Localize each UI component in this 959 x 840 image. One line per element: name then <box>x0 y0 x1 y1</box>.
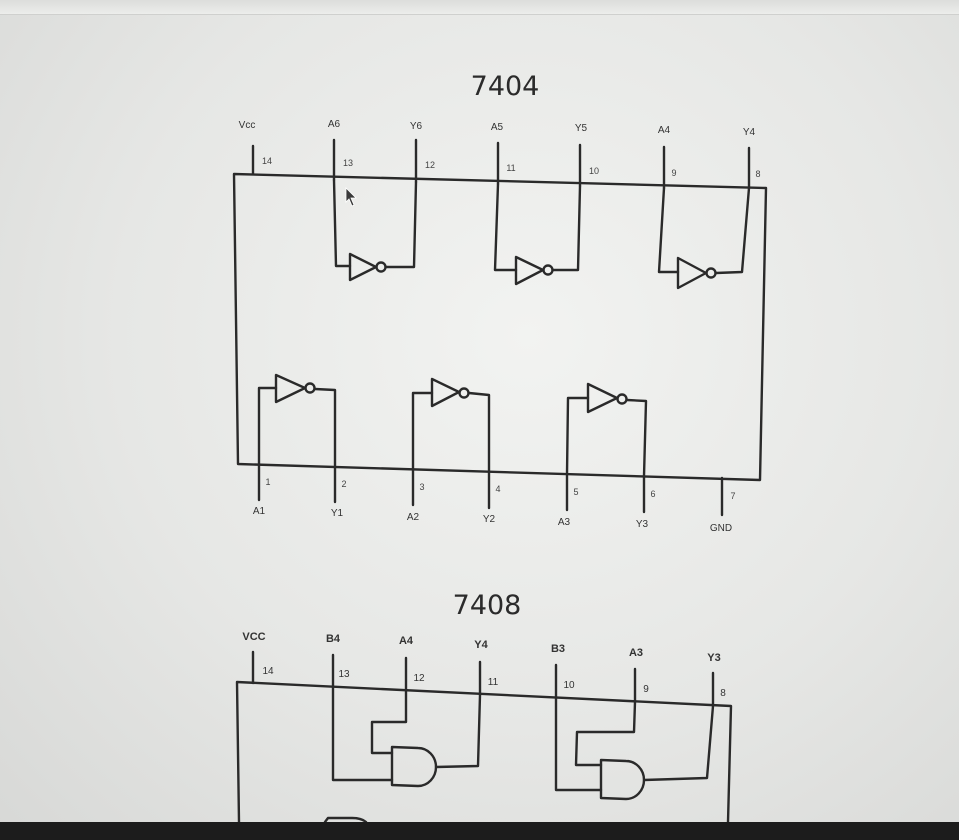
pin-number-13: 13 <box>343 158 353 168</box>
inverter-gate-1 <box>257 373 337 469</box>
pin-number-5: 5 <box>573 487 578 497</box>
pin-label-a3: A3 <box>558 517 571 528</box>
inverter-gate-2 <box>411 377 491 474</box>
chip-7404-diagram <box>232 138 768 517</box>
inverter-gate-3 <box>565 382 648 478</box>
inverter-gate-4 <box>657 186 751 290</box>
pin-label-y2: Y2 <box>483 514 496 525</box>
pin-label-a1: A1 <box>253 506 266 517</box>
chip-7408-diagram <box>235 650 733 822</box>
pin-number-2: 2 <box>341 479 346 489</box>
pin-label-y4: Y4 <box>474 639 488 651</box>
pin-number-11: 11 <box>506 163 515 173</box>
chip-7404-bottom-labels: A1 Y1 A2 Y2 A3 Y3 GND <box>253 506 732 534</box>
pin-number-3: 3 <box>419 482 424 492</box>
pin-label-y3: Y3 <box>636 519 649 530</box>
pin-number-6: 6 <box>650 489 655 499</box>
chip-7404-top-labels: Vcc A6 Y6 A5 Y5 A4 Y4 <box>239 119 756 138</box>
mouse-pointer-icon <box>345 187 357 207</box>
pin-number-12: 12 <box>413 673 425 684</box>
pin-label-b3: B3 <box>551 643 565 655</box>
schematic-canvas: 7404 <box>232 71 768 822</box>
pin-number-9: 9 <box>671 168 676 178</box>
pin-number-8: 8 <box>755 169 760 179</box>
pin-number-10: 10 <box>563 680 575 691</box>
chip-7404-title: 7404 <box>471 71 540 102</box>
pin-label-vcc: VCC <box>242 631 265 643</box>
chip-7404-body <box>232 172 768 482</box>
pin-number-9: 9 <box>643 684 649 695</box>
inverter-gate-5 <box>493 182 582 286</box>
pin-label-a4: A4 <box>399 635 414 647</box>
pin-number-14: 14 <box>262 156 272 166</box>
chip-7408-top-numbers: 14 13 12 11 10 9 8 <box>262 666 726 699</box>
pin-label-b4: B4 <box>326 633 341 645</box>
pin-number-10: 10 <box>589 166 599 176</box>
pin-number-12: 12 <box>425 160 435 170</box>
pin-label-y4: Y4 <box>743 127 756 138</box>
pin-label-vcc: Vcc <box>239 120 256 131</box>
pin-label-a2: A2 <box>407 512 420 523</box>
pin-number-8: 8 <box>720 688 726 699</box>
pin-label-a5: A5 <box>491 122 504 133</box>
pin-number-4: 4 <box>495 484 500 494</box>
pin-label-y3: Y3 <box>707 652 720 664</box>
chip-7408-title: 7408 <box>453 590 522 621</box>
pin-number-13: 13 <box>338 669 350 680</box>
pin-number-1: 1 <box>265 477 270 487</box>
pin-label-y5: Y5 <box>575 123 588 134</box>
and-gate-4 <box>331 685 482 788</box>
monitor-bezel <box>0 822 959 840</box>
pin-number-11: 11 <box>488 677 499 688</box>
pin-label-y1: Y1 <box>331 508 344 519</box>
pin-label-gnd: GND <box>710 523 732 534</box>
pin-number-7: 7 <box>730 491 735 501</box>
and-gate-partial <box>323 816 368 822</box>
pin-label-a3: A3 <box>629 647 643 659</box>
chip-7404-top-numbers: 14 13 12 11 10 9 8 <box>262 156 761 179</box>
chip-7404-bottom-numbers: 1 2 3 4 5 6 7 <box>265 477 735 501</box>
pin-label-a6: A6 <box>328 119 341 130</box>
and-gate-3 <box>554 696 715 801</box>
inverter-gate-6 <box>332 178 418 282</box>
pin-label-a4: A4 <box>658 125 671 136</box>
pin-label-y6: Y6 <box>410 121 423 132</box>
window-top-edge <box>0 0 959 15</box>
chip-7408-body <box>235 680 733 822</box>
chip-7408-top-labels: VCC B4 A4 Y4 B3 A3 Y3 <box>242 631 720 664</box>
pin-number-14: 14 <box>262 666 274 677</box>
